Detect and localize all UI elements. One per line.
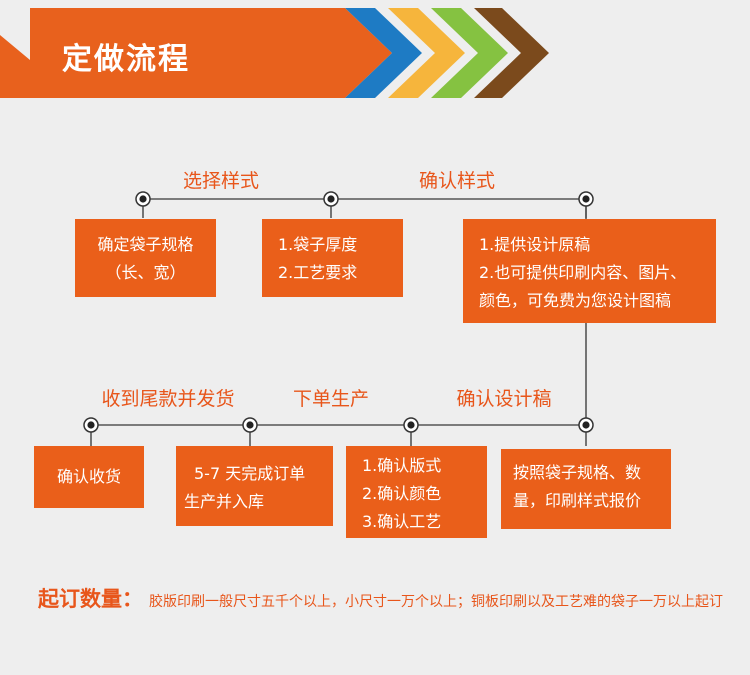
step-label-confirm-design: 确认设计稿 bbox=[456, 388, 552, 410]
box-line: 2.也可提供印刷内容、图片、 bbox=[479, 263, 687, 282]
minimum-order-text: 胶版印刷一般尺寸五千个以上，小尺寸一万个以上；铜板印刷以及工艺难的袋子一万以上起… bbox=[149, 594, 723, 610]
step-label-select-style: 选择样式 bbox=[182, 170, 260, 192]
node bbox=[83, 417, 99, 433]
banner-shape bbox=[0, 8, 392, 98]
box-line: 按照袋子规格、数 bbox=[513, 463, 642, 482]
step-label-production: 下单生产 bbox=[292, 388, 370, 410]
box-line: 量，印刷样式报价 bbox=[513, 491, 642, 510]
box-line: （长、宽） bbox=[105, 263, 186, 282]
box-line: 确定袋子规格 bbox=[97, 235, 194, 254]
box-confirm-design: 1.确认版式 2.确认颜色 3.确认工艺 bbox=[346, 446, 487, 538]
header-banner bbox=[0, 8, 549, 98]
box-design-source: 1.提供设计原稿 2.也可提供印刷内容、图片、 颜色，可免费为您设计图稿 bbox=[463, 219, 716, 323]
box-line: 1.提供设计原稿 bbox=[479, 235, 591, 254]
step-label-confirm-style: 确认样式 bbox=[418, 170, 496, 192]
step-label-ship: 收到尾款并发货 bbox=[101, 388, 235, 410]
box-size-spec: 确定袋子规格 （长、宽） bbox=[75, 219, 216, 297]
box-line: 生产并入库 bbox=[184, 492, 265, 511]
node bbox=[135, 191, 151, 207]
arrow-yellow bbox=[388, 8, 465, 98]
box-production: 5-7 天完成订单 生产并入库 bbox=[176, 446, 333, 526]
page-title: 定做流程 bbox=[62, 42, 190, 77]
box-line: 确认收货 bbox=[56, 467, 121, 486]
banner-notch bbox=[0, 8, 30, 60]
box-receive: 确认收货 bbox=[34, 446, 144, 508]
box-line: 2.工艺要求 bbox=[278, 263, 358, 282]
box-line: 5-7 天完成订单 bbox=[194, 464, 306, 483]
minimum-order-note: 起订数量： 胶版印刷一般尺寸五千个以上，小尺寸一万个以上；铜板印刷以及工艺难的袋子… bbox=[38, 588, 738, 613]
box-line: 颜色，可免费为您设计图稿 bbox=[479, 291, 672, 310]
box-line: 2.确认颜色 bbox=[362, 484, 442, 503]
box-line: 1.确认版式 bbox=[362, 456, 442, 475]
box-line: 3.确认工艺 bbox=[362, 512, 442, 531]
box-quote: 按照袋子规格、数 量，印刷样式报价 bbox=[501, 449, 671, 529]
arrow-green bbox=[431, 8, 508, 98]
arrow-brown bbox=[474, 8, 549, 98]
box-thickness: 1.袋子厚度 2.工艺要求 bbox=[262, 219, 403, 297]
box-line: 1.袋子厚度 bbox=[278, 235, 358, 254]
minimum-order-title: 起订数量： bbox=[38, 587, 143, 611]
node bbox=[578, 191, 594, 207]
node bbox=[578, 417, 594, 433]
node bbox=[242, 417, 258, 433]
arrow-blue bbox=[345, 8, 422, 98]
node bbox=[323, 191, 339, 207]
node bbox=[403, 417, 419, 433]
